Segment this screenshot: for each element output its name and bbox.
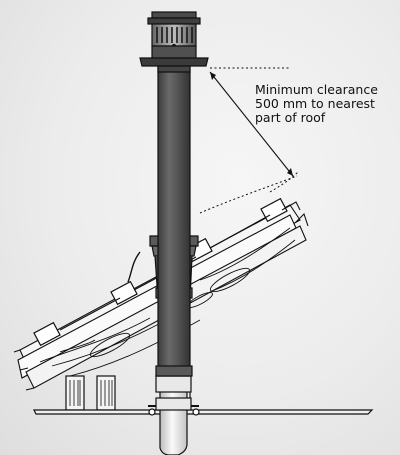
ceiling-board: [33, 409, 374, 415]
annotation-line-1: Minimum clearance: [255, 82, 378, 97]
lower-flue-pipe: [148, 369, 200, 455]
annotation-line-3: part of roof: [255, 110, 326, 125]
terminal-cap: [139, 11, 209, 73]
clearance-indicator: [199, 67, 299, 214]
annotation-line-2: 500 mm to nearest: [255, 96, 375, 111]
clearance-annotation: Minimum clearance 500 mm to nearest part…: [255, 83, 395, 125]
chimney-flue-pipe: [155, 65, 193, 377]
